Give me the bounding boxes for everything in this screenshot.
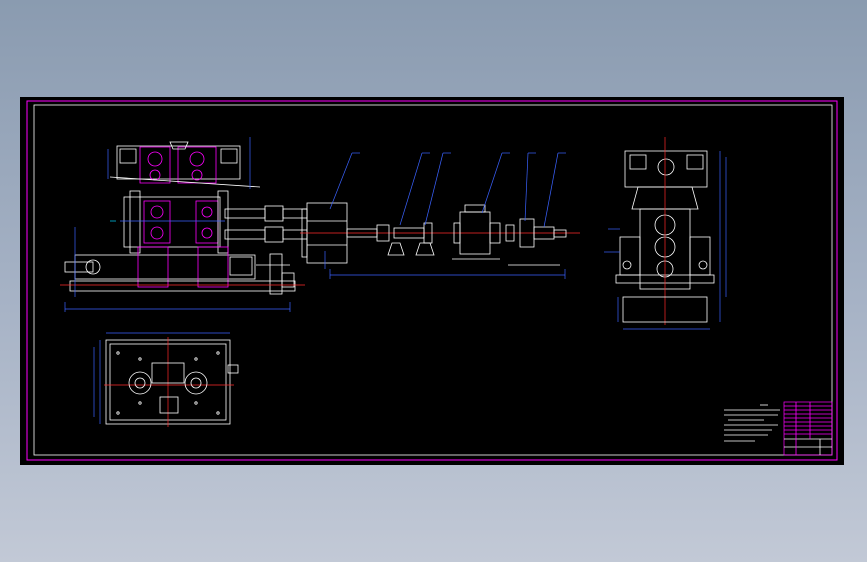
sheet-frame-inner <box>33 104 833 456</box>
drive-train-view <box>300 152 580 279</box>
cad-viewport[interactable] <box>20 97 844 465</box>
technical-notes <box>724 404 780 442</box>
title-block <box>783 401 833 456</box>
plan-view <box>93 332 239 427</box>
side-elevation-view <box>604 137 727 330</box>
front-elevation-view <box>60 137 308 312</box>
engineering-drawing <box>26 100 838 461</box>
sheet-frame-outer <box>26 100 838 461</box>
